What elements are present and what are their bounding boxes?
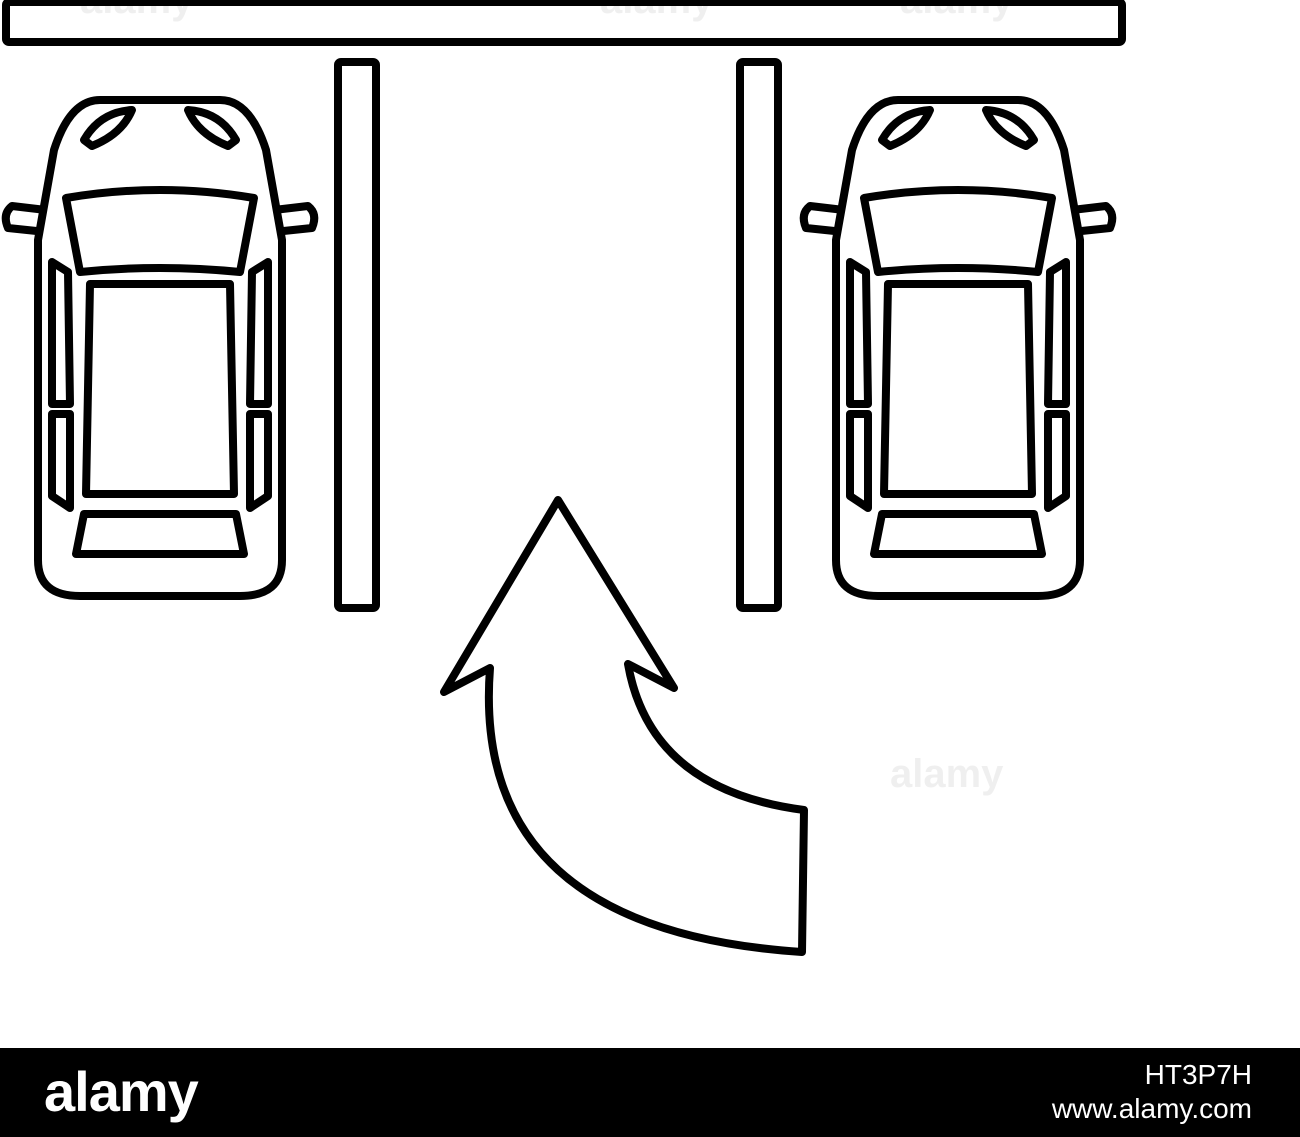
parked-car-left <box>6 100 315 596</box>
parked-car-right <box>804 100 1113 596</box>
parking-illustration <box>0 0 1126 956</box>
site-url: www.alamy.com <box>1051 1093 1252 1124</box>
parking-line-right <box>736 58 782 612</box>
curved-arrow <box>440 496 808 956</box>
image-id: HT3P7H <box>1144 1059 1252 1090</box>
brand-logo: alamy <box>44 1060 199 1123</box>
watermark-banner: alamy HT3P7H www.alamy.com <box>0 1048 1300 1137</box>
image-info: HT3P7H www.alamy.com <box>1052 1058 1252 1126</box>
parking-barrier <box>2 0 1126 46</box>
parking-line-left <box>334 58 380 612</box>
